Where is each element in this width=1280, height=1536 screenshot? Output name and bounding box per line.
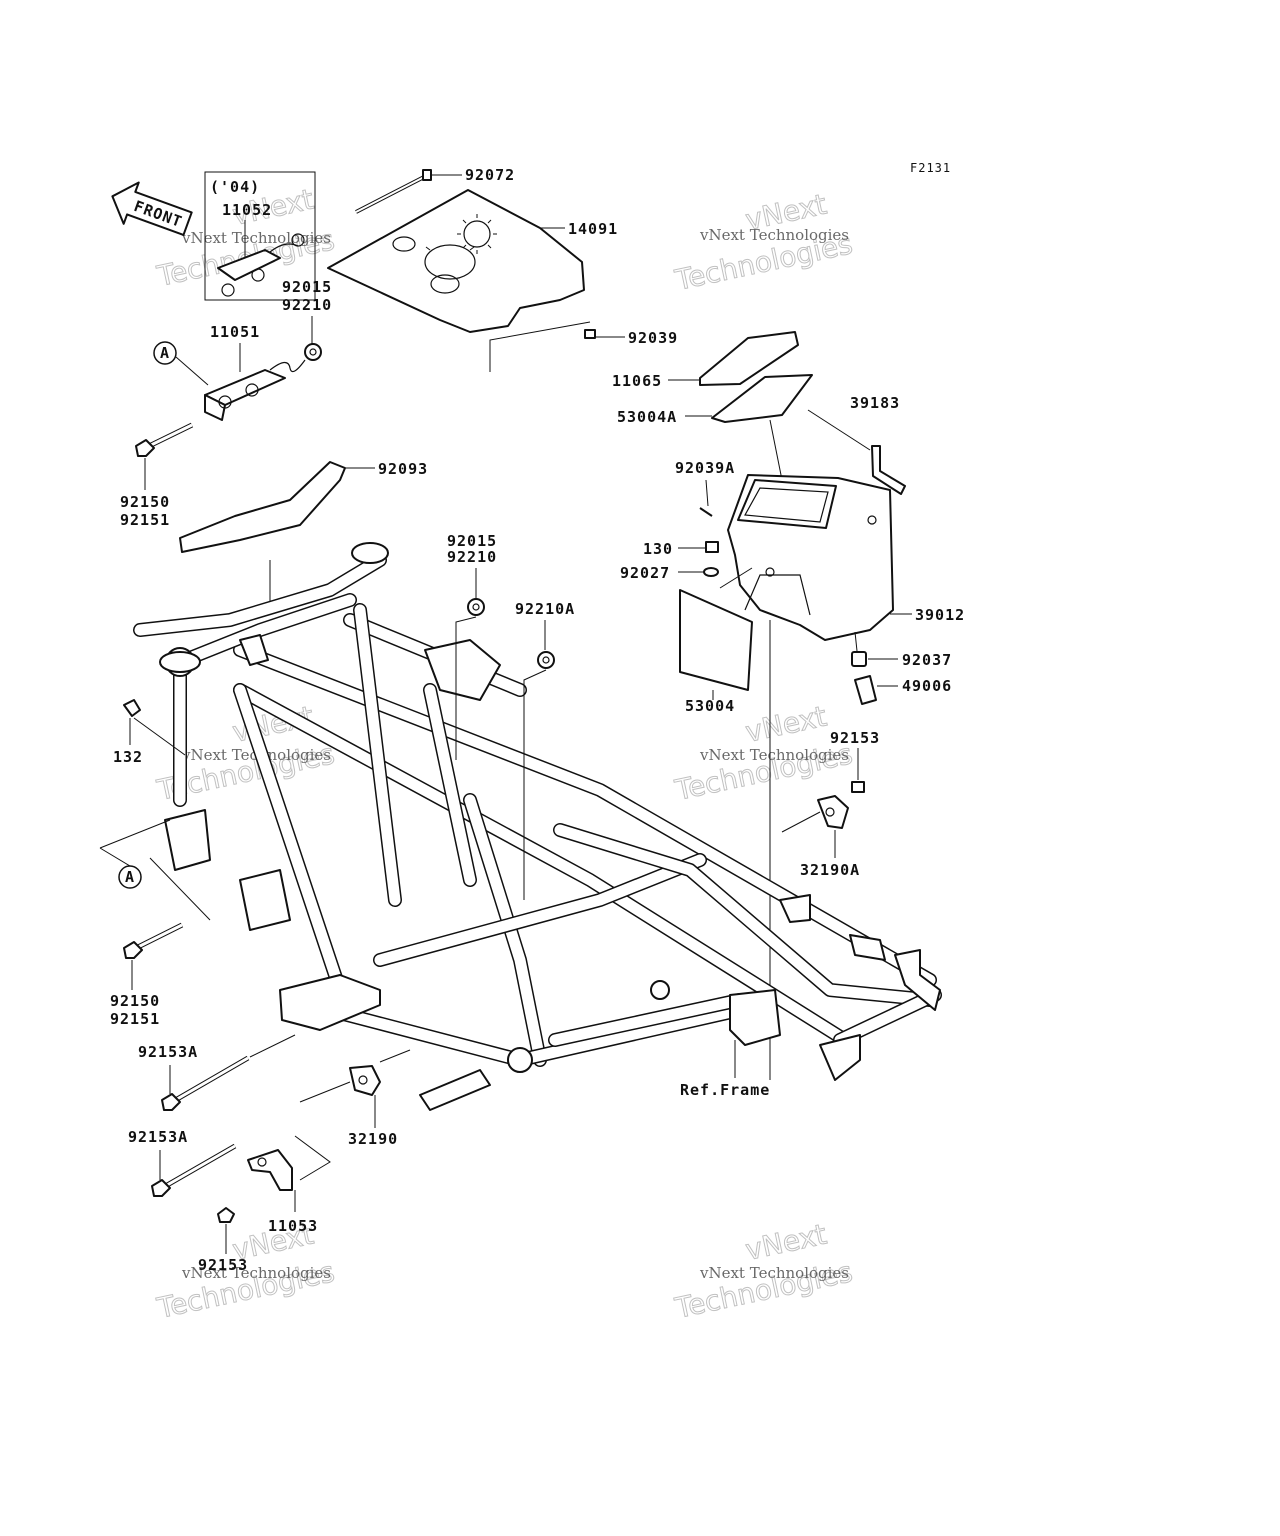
pad-92093 [179, 461, 346, 553]
watermark-text: vNext Technologies [181, 1264, 331, 1282]
bolt-92150-bottom [123, 922, 184, 959]
part-label: 132 [113, 748, 143, 766]
part-label: 130 [643, 540, 673, 558]
figure-code: F2131 [910, 161, 951, 175]
watermark-mid-right: Technologies vNext vNext Technologies [671, 699, 856, 807]
part-label: A [125, 868, 135, 886]
year-note-box: ('04) 11052 [204, 171, 316, 301]
bolt-92153A-upper [161, 1055, 250, 1111]
part-label: 92093 [378, 460, 428, 478]
nut-92210A [537, 651, 555, 669]
part-label: 11052 [222, 201, 272, 219]
part-label: Ref.Frame [680, 1081, 770, 1099]
part-label: 92153 [198, 1256, 248, 1274]
watermark-text: vNext [743, 700, 830, 749]
part-label: 11053 [268, 1217, 318, 1235]
clamp-39183 [871, 445, 906, 495]
frame [133, 542, 942, 1111]
watermark-text: vNext Technologies [699, 746, 849, 764]
washer-92027 [703, 567, 719, 577]
part-label: 92151 [110, 1010, 160, 1028]
skid-plate-14091 [327, 189, 585, 333]
bolt-92039 [584, 329, 596, 339]
clamp-92037 [851, 651, 867, 667]
part-label: 53004 [685, 697, 735, 715]
bolt-132 [123, 699, 141, 717]
part-label: 14091 [568, 220, 618, 238]
part-label: 49006 [902, 677, 952, 695]
bolt-92153A-lower [151, 1143, 237, 1197]
watermark-text: vNext Technologies [699, 226, 849, 244]
callout-a-bottom: A [118, 865, 142, 889]
part-label: 92039 [628, 329, 678, 347]
part-label: 92150 [110, 992, 160, 1010]
part-label: 92027 [620, 564, 670, 582]
bolt-92150-top [135, 422, 194, 457]
bracket-32190A [817, 795, 849, 829]
part-label: 32190A [800, 861, 860, 879]
tube-49006 [854, 675, 877, 705]
part-label: 11051 [210, 323, 260, 341]
nut-92210-mid [467, 598, 485, 616]
part-label: 92210A [515, 600, 575, 618]
seal-53004A [711, 374, 813, 423]
part-label: ('04) [210, 178, 260, 196]
watermark-bottom-right: Technologies vNext vNext Technologies [671, 1217, 856, 1325]
watermark-text: vNext Technologies [181, 229, 331, 247]
part-label: 92210 [282, 296, 332, 314]
part-label: 92153 [830, 729, 880, 747]
part-label: 39183 [850, 394, 900, 412]
screw-92039A [699, 507, 713, 517]
air-box-39012 [727, 474, 894, 641]
part-label: 92153A [128, 1128, 188, 1146]
cover-11065 [699, 331, 799, 386]
part-label: 32190 [348, 1130, 398, 1148]
part-label: 92151 [120, 511, 170, 529]
bolt-92153-lower [217, 1207, 235, 1223]
watermark-text: vNext Technologies [699, 1264, 849, 1282]
part-label: 92039A [675, 459, 735, 477]
callout-a-top: A [153, 341, 177, 365]
part-label: 92015 [447, 532, 497, 550]
part-label: 92153A [138, 1043, 198, 1061]
bolt-92153-right [851, 781, 865, 793]
sheet-53004 [679, 589, 753, 691]
bracket-11053 [247, 1149, 293, 1191]
bolt-130 [705, 541, 719, 553]
bolt-92072 [355, 169, 432, 214]
nut-92210 [304, 343, 322, 361]
part-label: 92210 [447, 548, 497, 566]
watermark-top-right: Technologies vNext vNext Technologies [671, 187, 856, 297]
front-arrow-icon: FRONT [111, 181, 193, 236]
part-label: 11065 [612, 372, 662, 390]
part-label: 92015 [282, 278, 332, 296]
bracket-11051 [204, 359, 306, 421]
part-label: 53004A [617, 408, 677, 426]
part-label: 39012 [915, 606, 965, 624]
watermark-text: vNext [743, 1218, 830, 1267]
part-label: 92072 [465, 166, 515, 184]
part-label: 92037 [902, 651, 952, 669]
bracket-32190 [349, 1065, 381, 1096]
part-label: 92150 [120, 493, 170, 511]
watermark-top-left: Technologies vNext vNext Technologies [153, 182, 338, 293]
bracket-11052 [217, 233, 305, 297]
part-label: A [160, 344, 170, 362]
